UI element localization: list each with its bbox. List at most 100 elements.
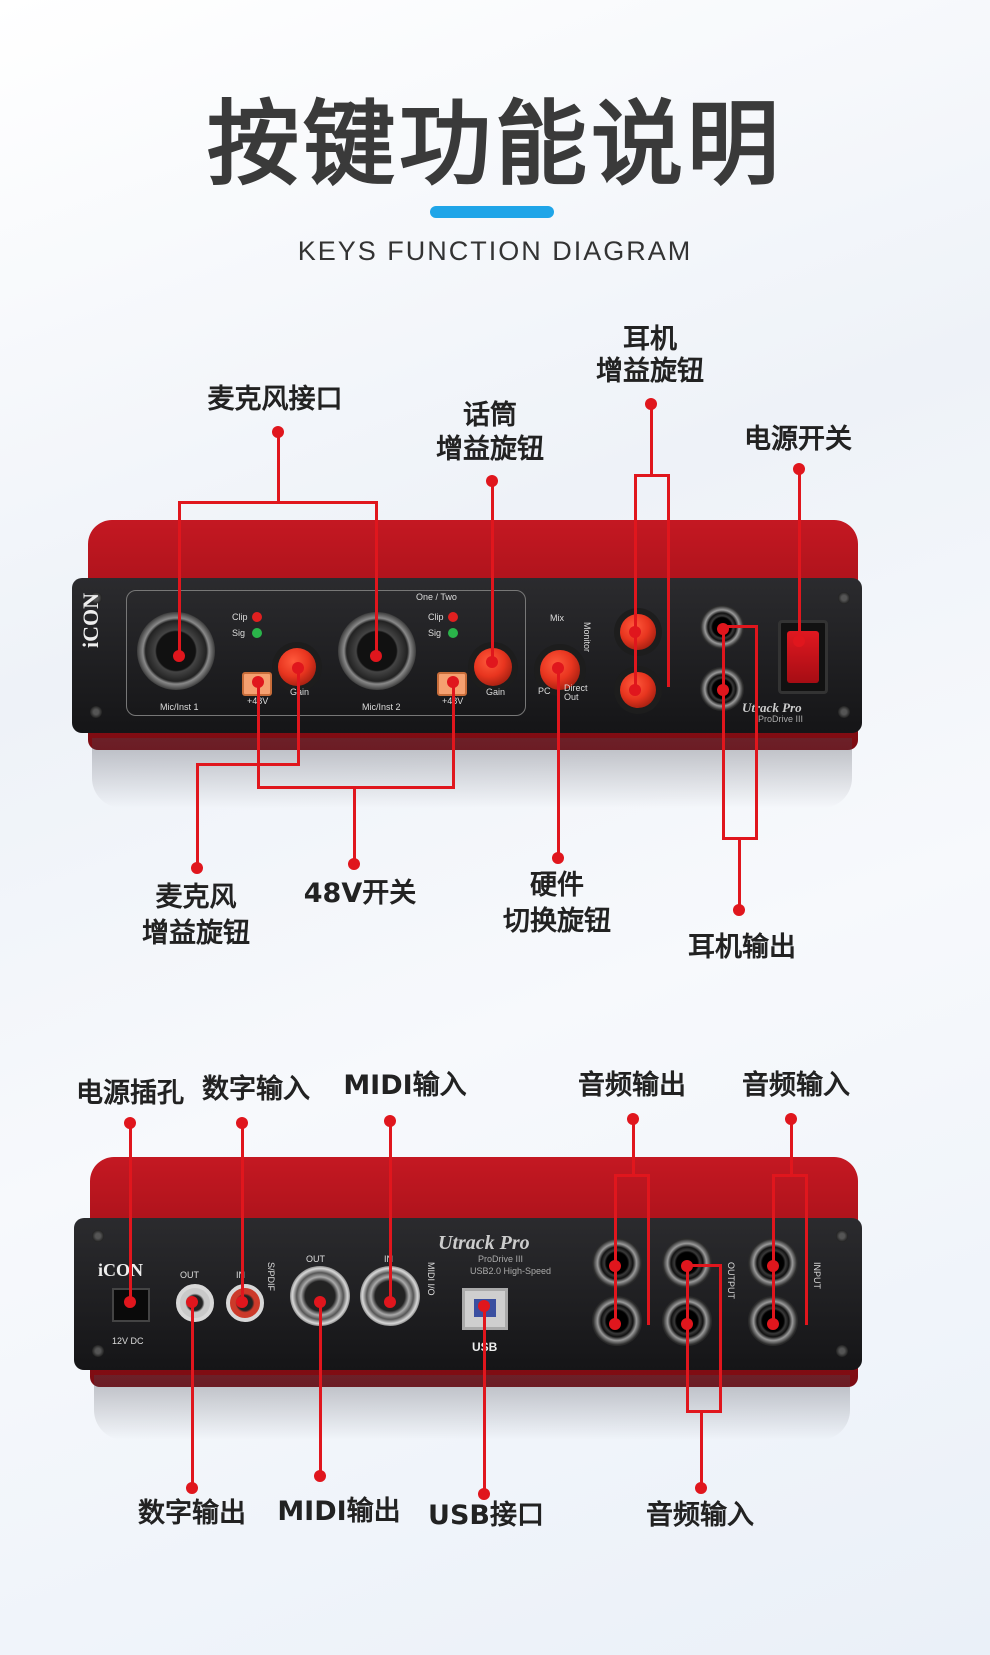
- callout-dot: [552, 852, 564, 864]
- pc-label: PC: [538, 686, 551, 696]
- sig-label: Sig: [428, 628, 442, 638]
- monitor-label: Monitor: [582, 622, 592, 653]
- title-underline: [430, 206, 554, 218]
- callout-dot: [478, 1488, 490, 1500]
- power-label: 12V DC: [112, 1336, 144, 1346]
- callout-line: [241, 1122, 244, 1302]
- sig-led-icon: [252, 628, 262, 638]
- page-title: 按键功能说明: [206, 91, 783, 198]
- callout-bracket: [686, 1264, 722, 1413]
- callout-dot: [191, 862, 203, 874]
- callout-line: [178, 501, 181, 655]
- screw-icon: [92, 1345, 104, 1357]
- midi-in-label: IN: [384, 1254, 393, 1264]
- callout-bracket: [614, 1174, 650, 1325]
- callout-line: [483, 1306, 486, 1492]
- callout-bracket: [634, 474, 670, 687]
- ch2-label: Mic/Inst 2: [362, 702, 401, 712]
- spdif-out-label: OUT: [180, 1270, 199, 1280]
- label-audio-out: 音频输出: [578, 1070, 686, 1101]
- label-mic-gain-bottom-1: 麦克风: [155, 882, 237, 913]
- mix-label: Mix: [550, 613, 564, 623]
- channel-group-frame: [126, 590, 526, 716]
- label-spdif-out: 数字输出: [138, 1498, 246, 1529]
- callout-dot: [124, 1296, 136, 1308]
- callout-dot: [186, 1482, 198, 1494]
- callout-dot: [609, 1318, 621, 1330]
- label-audio-in-top: 音频输入: [742, 1070, 850, 1101]
- callout-line: [650, 404, 653, 476]
- callout-dot: [767, 1318, 779, 1330]
- callout-line: [632, 1118, 635, 1176]
- callout-line: [375, 501, 378, 655]
- screw-icon: [836, 1230, 848, 1242]
- label-mic-jack: 麦克风接口: [207, 384, 343, 415]
- callout-dot: [629, 626, 641, 638]
- clip-label: Clip: [428, 612, 444, 622]
- callout-dot: [695, 1482, 707, 1494]
- screw-icon: [92, 1230, 104, 1242]
- callout-line: [319, 1302, 322, 1474]
- sub-model-name: ProDrive III: [758, 714, 804, 724]
- label-power-jack: 电源插孔: [76, 1078, 184, 1109]
- direct-out-label: Direct Out: [564, 683, 588, 702]
- screw-icon: [838, 592, 850, 604]
- callout-line: [738, 838, 741, 906]
- callout-line: [353, 786, 356, 861]
- sig-led-icon: [448, 628, 458, 638]
- callout-bracket: [722, 625, 758, 840]
- callout-line: [722, 625, 755, 628]
- one-two-label: One / Two: [416, 592, 457, 602]
- callout-dot: [173, 650, 185, 662]
- callout-line: [686, 1264, 719, 1267]
- label-spdif-in: 数字输入: [202, 1074, 310, 1105]
- callout-line: [798, 468, 801, 638]
- label-phones-gain-2: 增益旋钮: [596, 356, 704, 387]
- callout-dot: [370, 650, 382, 662]
- sig-label: Sig: [232, 628, 246, 638]
- front-reflection: [92, 738, 852, 808]
- callout-dot: [733, 904, 745, 916]
- callout-line: [191, 1302, 194, 1486]
- callout-dot: [348, 858, 360, 870]
- callout-bracket: [772, 1174, 808, 1325]
- callout-line: [790, 1118, 793, 1176]
- label-mic-gain-top-1: 话筒: [463, 400, 517, 431]
- callout-line: [389, 1120, 392, 1302]
- screw-icon: [90, 706, 102, 718]
- midi-io-label: MIDI I/O: [426, 1262, 436, 1296]
- label-usb: USB接口: [428, 1500, 544, 1531]
- callout-dot: [236, 1296, 248, 1308]
- callout-line: [452, 682, 455, 788]
- callout-line: [129, 1122, 132, 1302]
- label-power-switch: 电源开关: [744, 424, 852, 455]
- label-monitor-knob-1: 硬件: [530, 870, 584, 901]
- label-monitor-knob-2: 切换旋钮: [503, 906, 611, 937]
- output-label: OUTPUT: [726, 1262, 736, 1299]
- callout-dot: [314, 1470, 326, 1482]
- callout-line: [257, 682, 260, 788]
- label-phones-out: 耳机输出: [688, 932, 796, 963]
- clip-led-icon: [448, 612, 458, 622]
- callout-line: [178, 501, 378, 504]
- spdif-label: S/PDIF: [266, 1262, 276, 1292]
- callout-dot: [629, 684, 641, 696]
- callout-line: [277, 432, 280, 502]
- label-audio-in-bottom: 音频输入: [646, 1500, 754, 1531]
- sub-model-name: ProDrive III: [478, 1254, 524, 1264]
- ch1-label: Mic/Inst 1: [160, 702, 199, 712]
- callout-line: [196, 763, 199, 868]
- screw-icon: [836, 1345, 848, 1357]
- callout-dot: [486, 656, 498, 668]
- label-48v: 48V开关: [303, 878, 417, 909]
- callout-line: [257, 786, 455, 789]
- model-name: Utrack Pro: [438, 1232, 530, 1254]
- callout-line: [557, 668, 560, 858]
- power-switch[interactable]: [778, 620, 828, 694]
- label-mic-gain-bottom-2: 增益旋钮: [142, 918, 250, 949]
- callout-dot: [767, 1260, 779, 1272]
- clip-led-icon: [252, 612, 262, 622]
- screw-icon: [90, 592, 102, 604]
- screw-icon: [838, 706, 850, 718]
- label-midi-out: MIDI输出: [277, 1496, 401, 1527]
